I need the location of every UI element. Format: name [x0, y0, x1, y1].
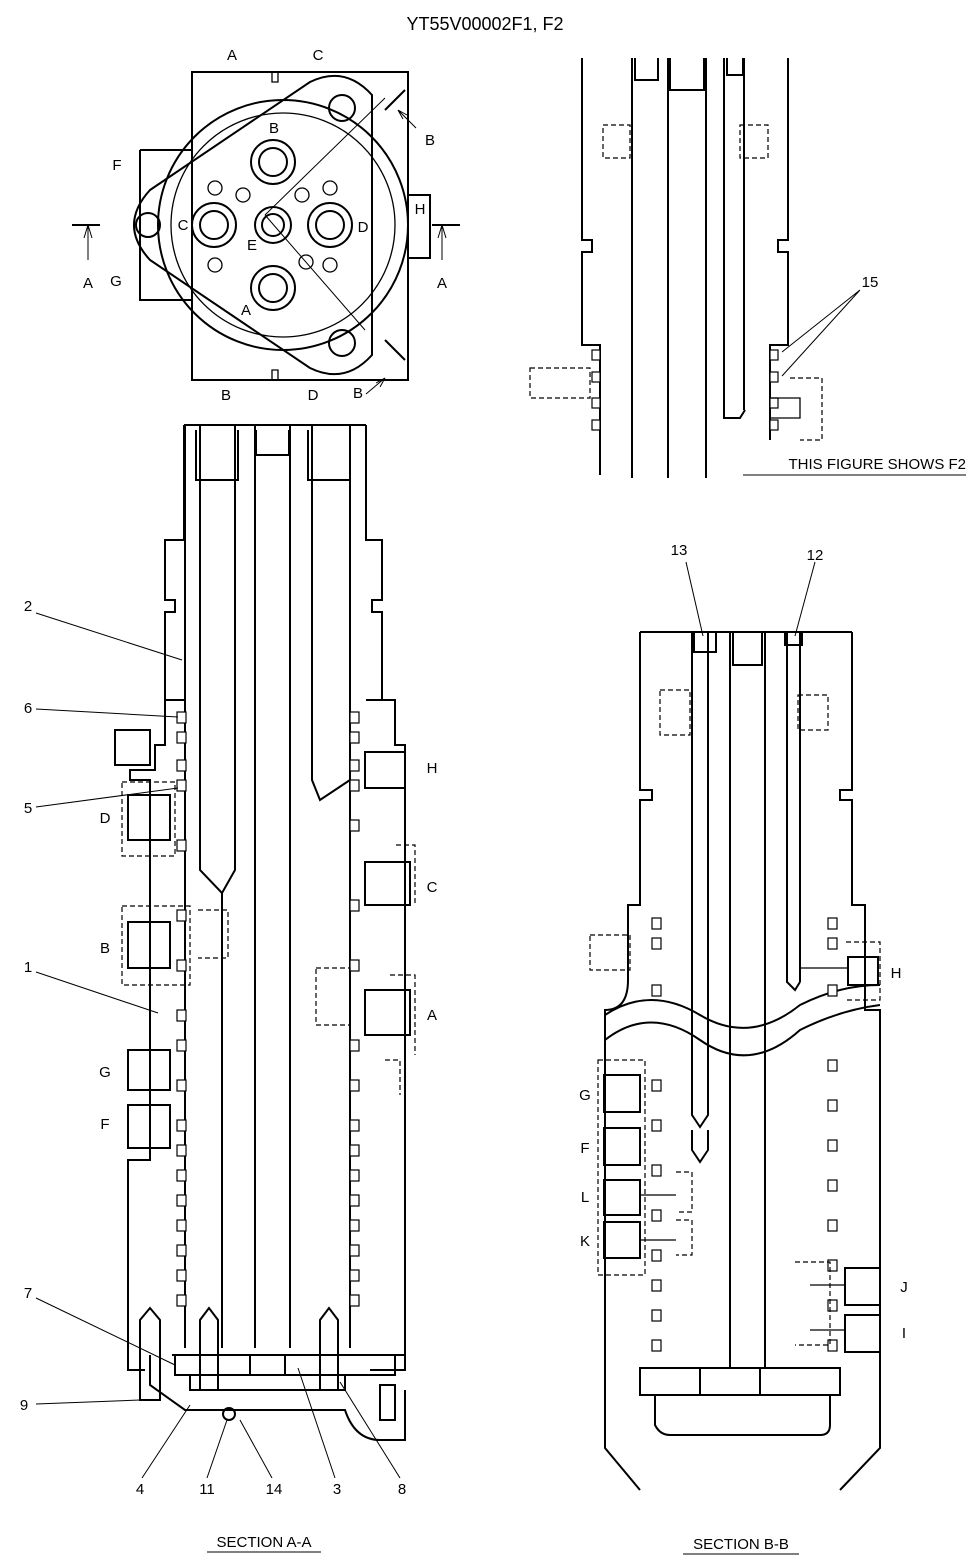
callout-7: 7 — [24, 1285, 32, 1302]
drawing-title: YT55V00002F1, F2 — [406, 14, 563, 34]
top-label-c: C — [313, 47, 324, 64]
aa-port-f: F — [100, 1116, 109, 1133]
section-bb-view: H G F L K J I 13 12 SECTION B-B — [579, 542, 908, 1555]
callout-12: 12 — [807, 547, 824, 564]
top-port-b: B — [269, 120, 279, 137]
aa-port-b: B — [100, 940, 110, 957]
callout-2: 2 — [24, 598, 32, 615]
top-port-e: E — [247, 237, 257, 254]
section-mark-b-top: B — [425, 132, 435, 149]
aa-port-a: A — [427, 1007, 437, 1024]
callout-13: 13 — [671, 542, 688, 559]
top-label-h: H — [415, 201, 426, 218]
top-view: A C F H G B D B C E D A A A B B — [72, 47, 460, 404]
bb-port-h: H — [891, 965, 902, 982]
callout-14: 14 — [266, 1481, 283, 1498]
callout-1: 1 — [24, 959, 32, 976]
callout-15: 15 — [862, 274, 879, 291]
top-label-b-bottom: B — [221, 387, 231, 404]
aa-port-d: D — [100, 810, 111, 827]
section-bb-caption: SECTION B-B — [693, 1536, 789, 1553]
section-mark-a-left: A — [83, 275, 93, 292]
bb-port-f: F — [580, 1140, 589, 1157]
top-label-d-bottom: D — [308, 387, 319, 404]
aa-port-h: H — [427, 760, 438, 777]
callout-4: 4 — [136, 1481, 144, 1498]
top-port-a: A — [241, 302, 251, 319]
section-mark-a-right: A — [437, 275, 447, 292]
aa-port-c: C — [427, 879, 438, 896]
top-label-a: A — [227, 47, 237, 64]
bb-port-j: J — [900, 1279, 908, 1296]
detail-f2-note: THIS FIGURE SHOWS F2 — [788, 456, 966, 473]
callout-8: 8 — [398, 1481, 406, 1498]
callout-5: 5 — [24, 800, 32, 817]
callout-11: 11 — [199, 1481, 215, 1498]
aa-port-g: G — [99, 1064, 111, 1081]
bb-port-g: G — [579, 1087, 591, 1104]
bb-port-k: K — [580, 1233, 590, 1250]
section-aa-view: H D C B A G F 2 6 5 1 7 9 4 11 14 3 8 SE… — [20, 424, 438, 1553]
callout-3: 3 — [333, 1481, 341, 1498]
top-port-c: C — [178, 217, 189, 234]
detail-f2-view: 15 THIS FIGURE SHOWS F2 — [529, 58, 966, 478]
callout-9: 9 — [20, 1397, 28, 1414]
top-port-d: D — [358, 219, 369, 236]
top-label-f: F — [112, 157, 121, 174]
section-mark-b-bottom: B — [353, 385, 363, 402]
bb-port-l: L — [581, 1189, 589, 1206]
top-label-g: G — [110, 273, 122, 290]
bb-port-i: I — [902, 1325, 906, 1342]
section-aa-caption: SECTION A-A — [216, 1534, 311, 1551]
callout-6: 6 — [24, 700, 32, 717]
